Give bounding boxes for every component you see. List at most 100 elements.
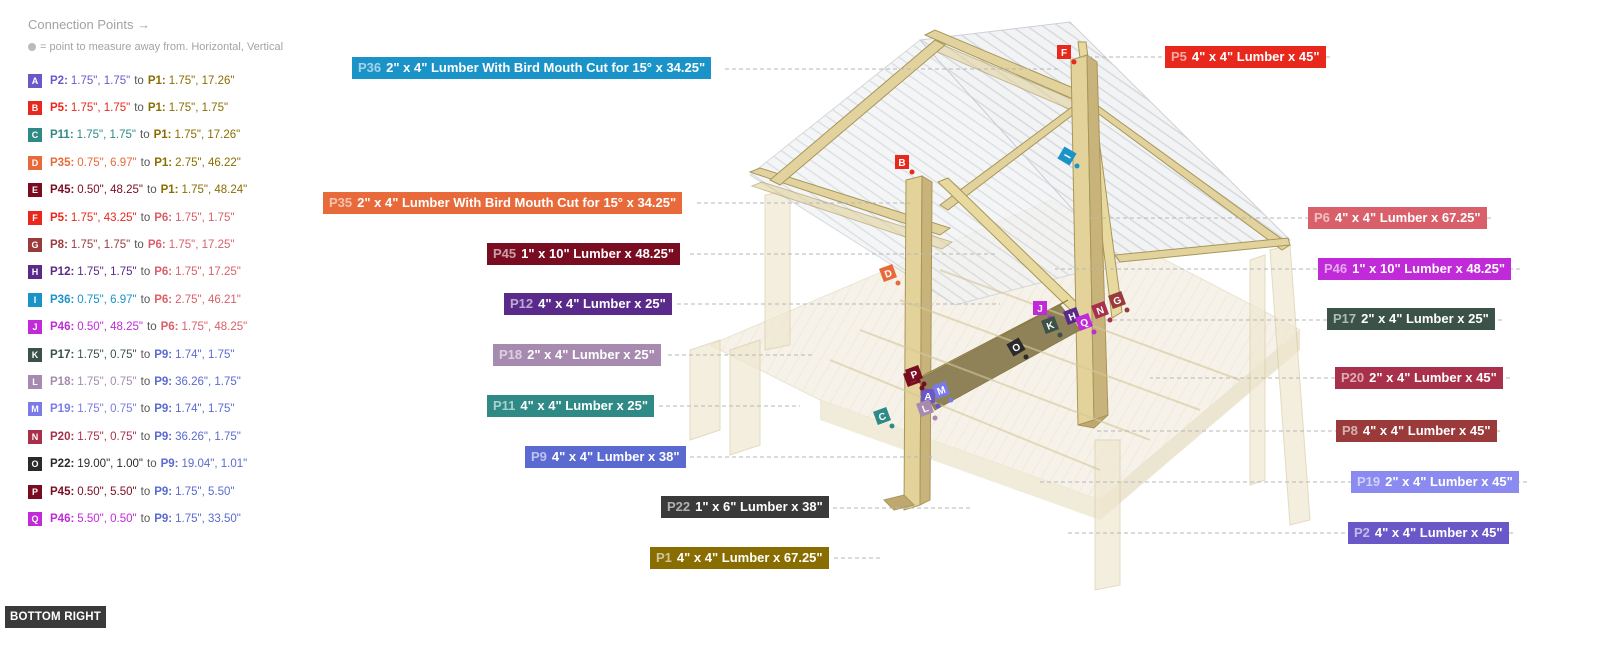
- legend-title: Connection Points →: [28, 17, 151, 32]
- to-part: P6:: [154, 266, 173, 279]
- connection-letter-badge: G: [28, 238, 42, 253]
- to-word: to: [140, 348, 151, 361]
- connection-marker: P: [905, 365, 923, 383]
- to-word: to: [140, 266, 151, 279]
- connection-marker: Q: [1075, 313, 1093, 331]
- from-value: 1.75", 1.75": [70, 239, 131, 252]
- from-value: 0.75", 6.97": [77, 293, 137, 306]
- to-part: P6:: [147, 239, 166, 252]
- part-description: 1" x 10" Lumber x 48.25": [521, 246, 675, 261]
- from-part: P17:: [50, 348, 75, 361]
- to-value: 1.75", 17.25": [175, 266, 241, 279]
- from-part: P45:: [50, 184, 75, 197]
- connection-letter-badge: K: [28, 347, 42, 362]
- connection-letter-badge: E: [28, 183, 42, 198]
- to-part: P6:: [154, 293, 173, 306]
- to-word: to: [140, 156, 151, 169]
- connection-letter-badge: N: [28, 429, 42, 444]
- svg-text:A: A: [924, 392, 931, 403]
- point-dot-icon: [28, 43, 36, 51]
- connection-point-dot: [921, 381, 927, 387]
- svg-text:F: F: [1061, 48, 1067, 59]
- from-part: P19:: [50, 403, 75, 416]
- connection-letter-badge: J: [28, 320, 42, 335]
- connection-point-dot: [1071, 59, 1077, 65]
- to-part: P1:: [154, 156, 173, 169]
- connection-marker: J: [1033, 301, 1047, 315]
- connection-point-dot: [909, 169, 915, 175]
- svg-text:K: K: [1045, 320, 1056, 333]
- from-value: 19.00", 1.00": [77, 458, 144, 471]
- from-part: P5:: [50, 211, 68, 224]
- from-part: P46:: [50, 321, 75, 334]
- part-description: 4" x 4" Lumber x 45": [1191, 49, 1320, 64]
- svg-text:J: J: [1037, 304, 1043, 315]
- part-description: 2" x 4" Lumber With Bird Mouth Cut for 1…: [357, 195, 677, 210]
- connection-point-dot: [895, 280, 901, 286]
- to-part: P6:: [154, 211, 173, 224]
- svg-text:N: N: [1095, 305, 1106, 318]
- to-word: to: [140, 403, 151, 416]
- part-id: P36: [358, 60, 382, 75]
- to-part: P9:: [154, 348, 173, 361]
- to-value: 1.75", 17.26": [168, 74, 235, 87]
- svg-text:M: M: [936, 385, 948, 398]
- to-word: to: [140, 485, 151, 498]
- from-part: P35:: [50, 156, 75, 169]
- connection-letter-badge: P: [28, 484, 42, 499]
- from-part: P18:: [50, 375, 75, 388]
- connection-marker: N: [1091, 301, 1109, 319]
- view-corner-button[interactable]: BOTTOM RIGHT: [5, 606, 106, 628]
- to-value: 19.04", 1.01": [181, 458, 248, 471]
- part-id: P17: [1333, 311, 1357, 326]
- connection-markers: ABCDEFGHIJKLMNOPQ: [873, 45, 1130, 429]
- posts: [883, 54, 1109, 511]
- part-id: P11: [493, 398, 516, 413]
- svg-text:I: I: [1063, 153, 1074, 161]
- from-value: 1.75", 1.75": [76, 129, 136, 142]
- from-value: 1.75", 0.75": [77, 375, 137, 388]
- part-id: P46: [1324, 261, 1348, 276]
- part-description: 2" x 4" Lumber x 25": [527, 347, 655, 362]
- to-value: 1.75", 33.50": [175, 512, 241, 525]
- to-word: to: [140, 211, 151, 224]
- connection-marker: O: [1006, 337, 1026, 357]
- part-id: P6: [1314, 210, 1330, 225]
- from-value: 0.50", 48.25": [77, 321, 144, 334]
- connection-marker: C: [873, 407, 891, 425]
- to-value: 1.75", 5.50": [175, 485, 235, 498]
- to-word: to: [140, 293, 151, 306]
- to-part: P9:: [154, 430, 173, 443]
- to-word: to: [134, 74, 144, 87]
- svg-text:P: P: [909, 369, 919, 382]
- part-id: P20: [1341, 370, 1365, 385]
- connection-marker: K: [1041, 316, 1059, 334]
- from-part: P11:: [50, 129, 74, 142]
- part-id: P12: [510, 296, 534, 311]
- part-description: 2" x 4" Lumber x 25": [1361, 311, 1489, 326]
- part-description: 1" x 6" Lumber x 38": [695, 499, 823, 514]
- from-part: P22:: [50, 458, 75, 471]
- connection-marker: L: [916, 399, 934, 417]
- from-part: P8:: [50, 239, 68, 252]
- part-description: 4" x 4" Lumber x 38": [551, 449, 680, 464]
- part-description: 4" x 4" Lumber x 45": [1362, 423, 1491, 438]
